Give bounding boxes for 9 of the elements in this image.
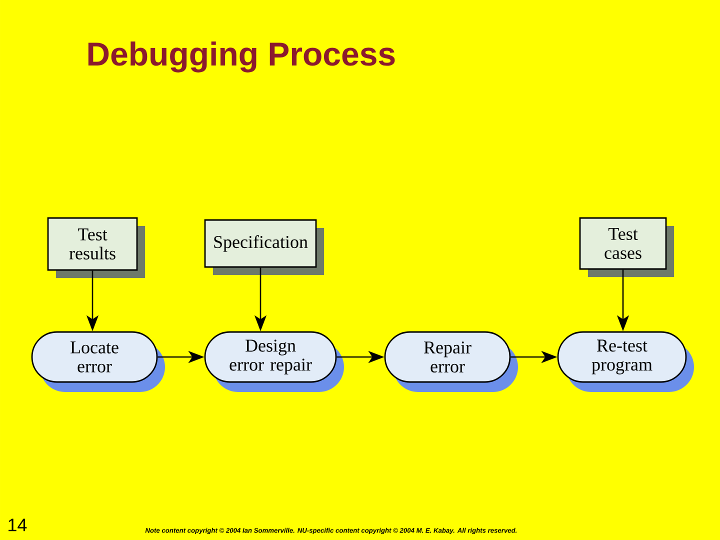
process-step: Repair error xyxy=(384,331,518,392)
process-step: Locate error xyxy=(31,331,165,392)
title: Debugging Process xyxy=(88,42,395,72)
page-number: 14 xyxy=(8,518,27,532)
process-step: Design error repair xyxy=(204,331,344,392)
input-box: Specification xyxy=(204,219,324,275)
process-step: Re-test program xyxy=(557,331,694,392)
input-box: Test results xyxy=(47,217,145,278)
input-box: Test cases xyxy=(579,217,674,277)
